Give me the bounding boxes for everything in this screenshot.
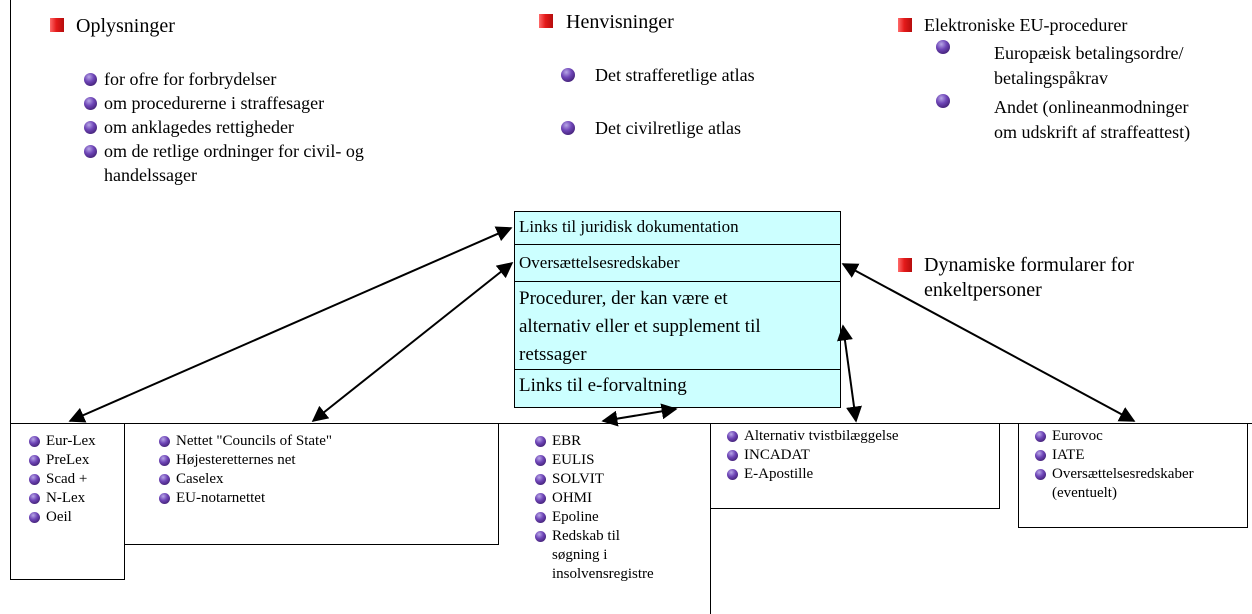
bullet-icon — [727, 469, 738, 480]
bottom-box-4 — [711, 423, 1000, 509]
bullet-icon — [535, 455, 546, 466]
bullet-icon — [535, 512, 546, 523]
list-item-continuation: handelssager — [104, 165, 197, 185]
oplysninger-heading: Oplysninger — [76, 15, 175, 37]
bullet-icon — [1035, 431, 1046, 442]
bullet-icon — [1035, 450, 1046, 461]
henvisninger-item-1: Det strafferetlige atlas — [561, 63, 755, 87]
center-box-row-legal-docs: Links til juridisk dokumentation — [515, 212, 840, 245]
bullet-icon — [29, 474, 40, 485]
list-item: Nettet "Councils of State" — [159, 432, 332, 451]
list-item: INCADAT — [727, 446, 899, 465]
bottom-box-2-list: Nettet "Councils of State" Højesteretter… — [159, 432, 332, 508]
bullet-icon — [29, 455, 40, 466]
list-item: Oeil — [29, 508, 96, 527]
bullet-icon — [1035, 469, 1046, 480]
list-item: SOLVIT — [535, 470, 654, 489]
elektroniske-marker — [898, 18, 912, 32]
arrow-box4-to-procedures — [837, 324, 862, 423]
bullet-icon — [84, 145, 97, 158]
arrow-box1-to-legal-docs — [68, 226, 513, 423]
arrow-box3-to-e-administration — [601, 403, 678, 427]
bullet-icon — [84, 121, 97, 134]
bullet-icon — [29, 512, 40, 523]
bottom-box-1 — [10, 423, 125, 580]
bottom-box-5 — [1018, 423, 1248, 528]
bullet-icon — [84, 73, 97, 86]
bottom-box-3 — [499, 423, 711, 614]
list-item: EBR — [535, 432, 654, 451]
bullet-icon — [159, 436, 170, 447]
list-item: OHMI — [535, 489, 654, 508]
list-item: Redskab til — [535, 527, 654, 546]
henvisninger-heading: Henvisninger — [566, 11, 674, 33]
frame-left-border — [10, 0, 11, 424]
bullet-icon — [29, 493, 40, 504]
bottom-box-4-list: Alternativ tvistbilæggelse INCADAT E-Apo… — [727, 427, 899, 484]
elektroniske-item-2-line-1: Andet (onlineanmodninger — [994, 97, 1189, 117]
list-item: E-Apostille — [727, 465, 899, 484]
elektroniske-item-1-line-2: betalingspåkrav — [994, 68, 1108, 88]
list-item: Scad + — [29, 470, 96, 489]
arrow-box5-to-translation — [841, 263, 1136, 422]
bullet-icon — [159, 493, 170, 504]
elektroniske-heading: Elektroniske EU-procedurer — [924, 15, 1128, 35]
bottom-box-2 — [125, 423, 499, 545]
list-item: N-Lex — [29, 489, 96, 508]
list-item-continuation: (eventuelt) — [1052, 485, 1117, 501]
bullet-icon — [561, 68, 575, 82]
list-item: for ofre for forbrydelser — [84, 67, 364, 91]
bottom-box-1-list: Eur-Lex PreLex Scad + N-Lex Oeil — [29, 432, 96, 527]
list-item: Caselex — [159, 470, 332, 489]
bottom-box-3-list: EBR EULIS SOLVIT OHMI Epoline Redskab ti… — [535, 432, 654, 584]
list-item: om de retlige ordninger for civil- og — [84, 139, 364, 163]
bullet-icon — [936, 40, 950, 54]
list-item: Eur-Lex — [29, 432, 96, 451]
henvisninger-item-2: Det civilretlige atlas — [561, 116, 741, 140]
list-item: IATE — [1035, 446, 1194, 465]
procedures-line-2: alternativ eller et supplement til — [519, 316, 761, 337]
bullet-icon — [727, 431, 738, 442]
list-item: Eurovoc — [1035, 427, 1194, 446]
bullet-icon — [535, 474, 546, 485]
bullet-icon — [727, 450, 738, 461]
list-item: Alternativ tvistbilæggelse — [727, 427, 899, 446]
oplysninger-list: for ofre for forbrydelser om procedurern… — [84, 67, 364, 187]
procedures-line-3: retssager — [519, 344, 587, 365]
bullet-icon — [29, 436, 40, 447]
list-item-continuation: insolvensregistre — [552, 566, 654, 582]
list-item: om procedurerne i straffesager — [84, 91, 364, 115]
bullet-icon — [159, 455, 170, 466]
bullet-icon — [535, 531, 546, 542]
list-item-continuation: søgning i — [552, 547, 608, 563]
list-item: EULIS — [535, 451, 654, 470]
list-item: Højesteretternes net — [159, 451, 332, 470]
henvisninger-marker — [539, 14, 553, 28]
bullet-icon — [159, 474, 170, 485]
bullet-icon — [561, 121, 575, 135]
center-box-row-procedures: Procedurer, der kan være et alternativ e… — [515, 282, 840, 370]
arrow-box2-to-translation — [311, 262, 514, 422]
list-item: PreLex — [29, 451, 96, 470]
list-item: EU-notarnettet — [159, 489, 332, 508]
center-box-row-translation: Oversættelsesredskaber — [515, 245, 840, 282]
list-item: Epoline — [535, 508, 654, 527]
bullet-icon — [535, 493, 546, 504]
center-box-row-e-administration: Links til e-forvaltning — [519, 375, 687, 396]
procedures-line-1: Procedurer, der kan være et — [519, 288, 728, 309]
bullet-icon — [84, 97, 97, 110]
bottom-box-5-list: Eurovoc IATE Oversættelsesredskaber (eve… — [1035, 427, 1194, 503]
center-box: Links til juridisk dokumentation Oversæt… — [514, 211, 841, 408]
bullet-icon — [535, 436, 546, 447]
list-item: Oversættelsesredskaber — [1035, 465, 1194, 484]
elektroniske-item-2-line-2: om udskrift af straffeattest) — [994, 122, 1191, 142]
list-item: om anklagedes rettigheder — [84, 115, 364, 139]
oplysninger-marker — [50, 18, 64, 32]
bullet-icon — [936, 94, 950, 108]
elektroniske-item-1-line-1: Europæisk betalingsordre/ — [994, 43, 1184, 63]
